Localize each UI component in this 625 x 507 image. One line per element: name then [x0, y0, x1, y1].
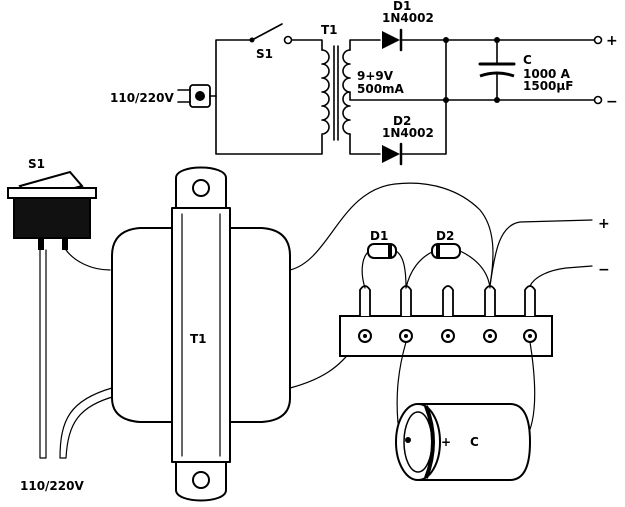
diode-d1-component	[361, 243, 407, 289]
rocker-switch	[7, 170, 97, 250]
schematic-negative-label: −	[606, 94, 618, 110]
schematic-d2-label: D2	[393, 114, 411, 128]
assembly-negative-label: −	[598, 262, 610, 278]
schematic-switch-label: S1	[256, 47, 273, 61]
mains-cord-wire-b	[59, 387, 117, 459]
switch-s1-symbol	[249, 23, 293, 45]
switch-to-primary-wire	[290, 39, 323, 51]
schematic: S1 110/220V T1 9+9V 500mA D1 1	[110, 0, 618, 166]
schematic-mains-label: 110/220V	[110, 91, 174, 105]
negative-terminal-icon	[593, 95, 603, 105]
mains-plug-symbol	[177, 84, 217, 108]
schematic-transformer-label: T1	[321, 23, 338, 37]
schematic-positive-label: +	[606, 33, 618, 49]
capacitor-value-capacitance: 1500µF	[523, 79, 573, 93]
d2-return-wire	[400, 39, 447, 155]
secondary-wire-top	[289, 182, 494, 286]
diode-d2-symbol	[382, 142, 403, 166]
primary-bottom-wire	[215, 95, 323, 155]
schematic-capacitor-label: C	[523, 53, 532, 67]
assembly-drawing: S1 110/220V T1	[7, 157, 610, 502]
assembly-transformer-label: T1	[190, 332, 207, 346]
assembly-positive-label: +	[598, 216, 610, 232]
transformer-rating-voltage: 9+9V	[357, 69, 394, 83]
assembly-d2-label: D2	[436, 229, 454, 243]
assembly-d1-label: D1	[370, 229, 388, 243]
mains-cord-wire-a	[39, 249, 47, 459]
assembly-switch-label: S1	[28, 157, 45, 171]
assembly-mains-label: 110/220V	[20, 479, 84, 493]
secondary-bottom-wire	[349, 133, 381, 155]
assembly-capacitor-polarity: +	[441, 435, 451, 449]
positive-output-lead	[489, 219, 593, 287]
capacitor-c-symbol	[478, 39, 516, 101]
transformer-body	[111, 166, 291, 502]
schematic-d1-part: 1N4002	[382, 11, 434, 25]
diode-d2-component	[405, 243, 491, 289]
diode-d1-symbol	[382, 28, 403, 52]
positive-terminal-icon	[593, 35, 603, 45]
transformer-t1-symbol	[321, 45, 351, 141]
negative-output-lead	[529, 265, 593, 287]
transformer-rating-current: 500mA	[357, 82, 405, 96]
capacitor-value-voltage: 1000 A	[523, 67, 571, 81]
schematic-d2-part: 1N4002	[382, 126, 434, 140]
secondary-top-wire	[349, 39, 381, 51]
electrolytic-capacitor	[395, 341, 536, 481]
schematic-d1-label: D1	[393, 0, 411, 13]
primary-top-wire	[215, 39, 251, 97]
switch-to-transformer-wire	[65, 249, 111, 271]
center-tap-wire	[349, 91, 599, 101]
terminal-strip	[339, 285, 553, 357]
assembly-capacitor-label: C	[470, 435, 479, 449]
